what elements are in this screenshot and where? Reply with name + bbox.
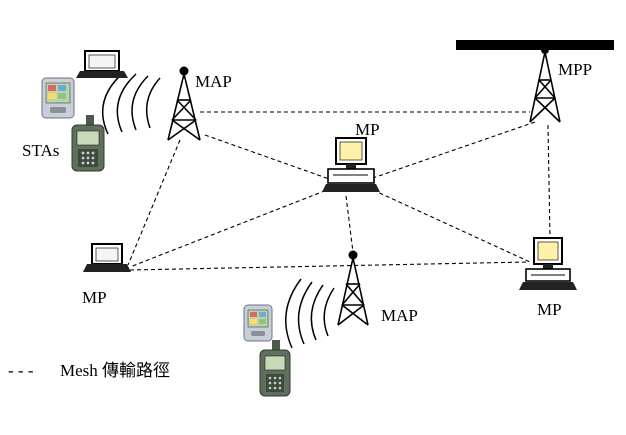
mp-left-label: MP bbox=[82, 288, 107, 307]
legend-label: Mesh 傳輸路徑 bbox=[60, 361, 170, 380]
mpp-tower-icon bbox=[529, 46, 561, 123]
mp-center-label: MP bbox=[355, 120, 380, 139]
map-top-radio-waves bbox=[101, 71, 161, 135]
link-mp-center-to-mp-left bbox=[129, 187, 333, 268]
map-bottom-label: MAP bbox=[381, 306, 418, 325]
link-map-top-to-mp-center bbox=[204, 134, 333, 181]
map-top-tower-icon bbox=[167, 66, 201, 141]
link-mpp-to-mp-center bbox=[372, 121, 536, 179]
legend-dashes: - - - bbox=[8, 361, 34, 380]
portal-bar bbox=[456, 40, 614, 50]
stas-label: STAs bbox=[22, 141, 59, 160]
mp-left-laptop-icon bbox=[83, 243, 131, 272]
mp-center-desktop-icon bbox=[322, 137, 380, 192]
legend: - - - Mesh 傳輸路徑 bbox=[8, 361, 170, 380]
mp-right-label: MP bbox=[537, 300, 562, 319]
link-mp-left-to-mp-right bbox=[129, 261, 529, 271]
link-mpp-to-mp-right bbox=[547, 124, 551, 239]
sta-phone-icon bbox=[71, 115, 105, 172]
sta-bottom-pda-icon bbox=[243, 304, 273, 342]
sta-pda-icon bbox=[41, 77, 75, 119]
sta-laptop-icon bbox=[76, 50, 128, 78]
sta-bottom-phone-icon bbox=[259, 340, 291, 397]
link-mp-center-to-mp-right bbox=[372, 189, 531, 263]
link-mp-center-to-map-bottom bbox=[345, 195, 354, 253]
map-bottom-tower-icon bbox=[337, 250, 369, 326]
mp-right-desktop-icon bbox=[519, 237, 577, 290]
map-top-label: MAP bbox=[195, 72, 232, 91]
map-bottom-radio-waves bbox=[285, 278, 335, 349]
link-map-top-to-mp-left bbox=[127, 139, 181, 266]
mesh-links bbox=[127, 111, 551, 271]
mpp-label: MPP bbox=[558, 60, 592, 79]
